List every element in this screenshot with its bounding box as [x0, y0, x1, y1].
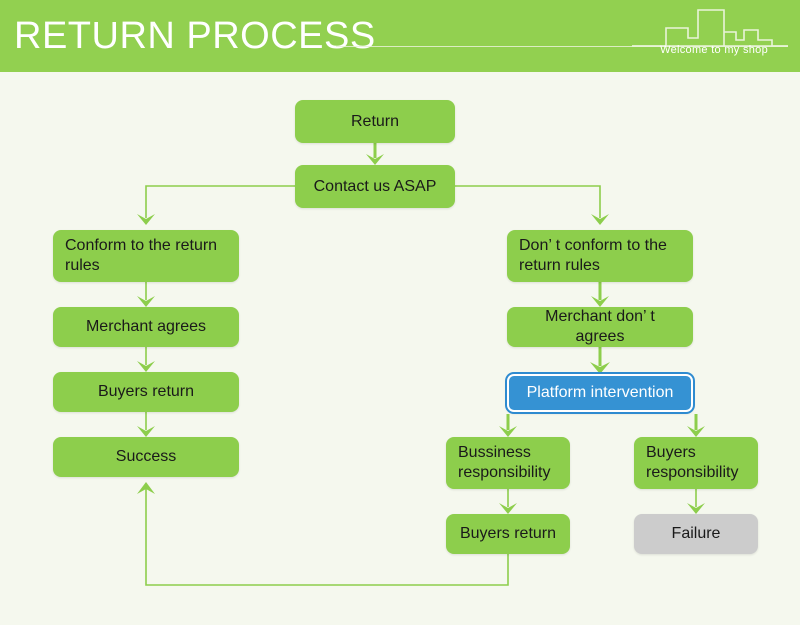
title-divider-rule [336, 46, 788, 47]
node-return[interactable]: Return [295, 100, 455, 143]
flowchart-canvas: .ln { stroke:#8dce4c; fill:none; } .thic… [0, 72, 800, 625]
node-failure[interactable]: Failure [634, 514, 758, 554]
edge-not-conform-to-merchant-disagree [591, 282, 609, 307]
node-label: Buyers return [459, 525, 557, 542]
page-header: RETURN PROCESS Welcome to my shop [0, 0, 800, 72]
node-label: Merchant don’ t agrees [545, 308, 655, 345]
node-dont-conform-to-return-rules[interactable]: Don’ t conform to the return rules [507, 230, 693, 282]
city-skyline-icon [632, 9, 788, 47]
node-buyers-return-right[interactable]: Buyers return [446, 514, 570, 554]
node-label: Conform to the return rules [65, 237, 218, 274]
node-buyers-return-left[interactable]: Buyers return [53, 372, 239, 412]
node-label: Failure [671, 525, 721, 542]
node-conform-to-return-rules[interactable]: Conform to the return rules [53, 230, 239, 282]
edge-business-resp-to-buyers-return [499, 489, 517, 514]
edge-conform-to-merchant-agrees [137, 282, 155, 307]
node-label: Bussiness responsibility [458, 444, 551, 481]
node-success[interactable]: Success [53, 437, 239, 477]
flowchart-edges: .ln { stroke:#8dce4c; fill:none; } .thic… [137, 143, 705, 586]
edge-platform-to-business-resp [499, 414, 517, 437]
page-title: RETURN PROCESS [14, 15, 376, 57]
edge-contact-to-conform [137, 185, 295, 225]
edge-buyers-return-loop-to-success [137, 482, 509, 586]
node-bussiness-responsibility[interactable]: Bussiness responsibility [446, 437, 570, 489]
edge-platform-to-buyers-resp [687, 414, 705, 437]
node-label: Buyers responsibility [646, 444, 739, 481]
node-label: Don’ t conform to the return rules [519, 237, 667, 274]
node-label: Platform intervention [526, 384, 674, 401]
edge-merchant-disagree-to-platform [590, 347, 610, 374]
edge-merchant-agrees-to-buyers-return [137, 347, 155, 372]
header-tagline: Welcome to my shop [660, 44, 768, 56]
edge-return-to-contact [366, 143, 384, 165]
node-platform-intervention[interactable]: Platform intervention [507, 374, 693, 412]
node-label: Buyers return [97, 383, 195, 400]
node-label: Return [350, 112, 400, 130]
node-merchant-agrees[interactable]: Merchant agrees [53, 307, 239, 347]
node-buyers-responsibility[interactable]: Buyers responsibility [634, 437, 758, 489]
node-merchant-dont-agrees[interactable]: Merchant don’ t agrees [507, 307, 693, 347]
edge-contact-to-not-conform [455, 185, 609, 225]
edge-buyers-resp-to-failure [687, 489, 705, 514]
node-label: Success [115, 448, 177, 465]
node-label: Merchant agrees [85, 318, 207, 335]
edge-buyers-return-to-success [137, 412, 155, 437]
node-contact-us-asap[interactable]: Contact us ASAP [295, 165, 455, 208]
node-label: Contact us ASAP [313, 177, 437, 195]
